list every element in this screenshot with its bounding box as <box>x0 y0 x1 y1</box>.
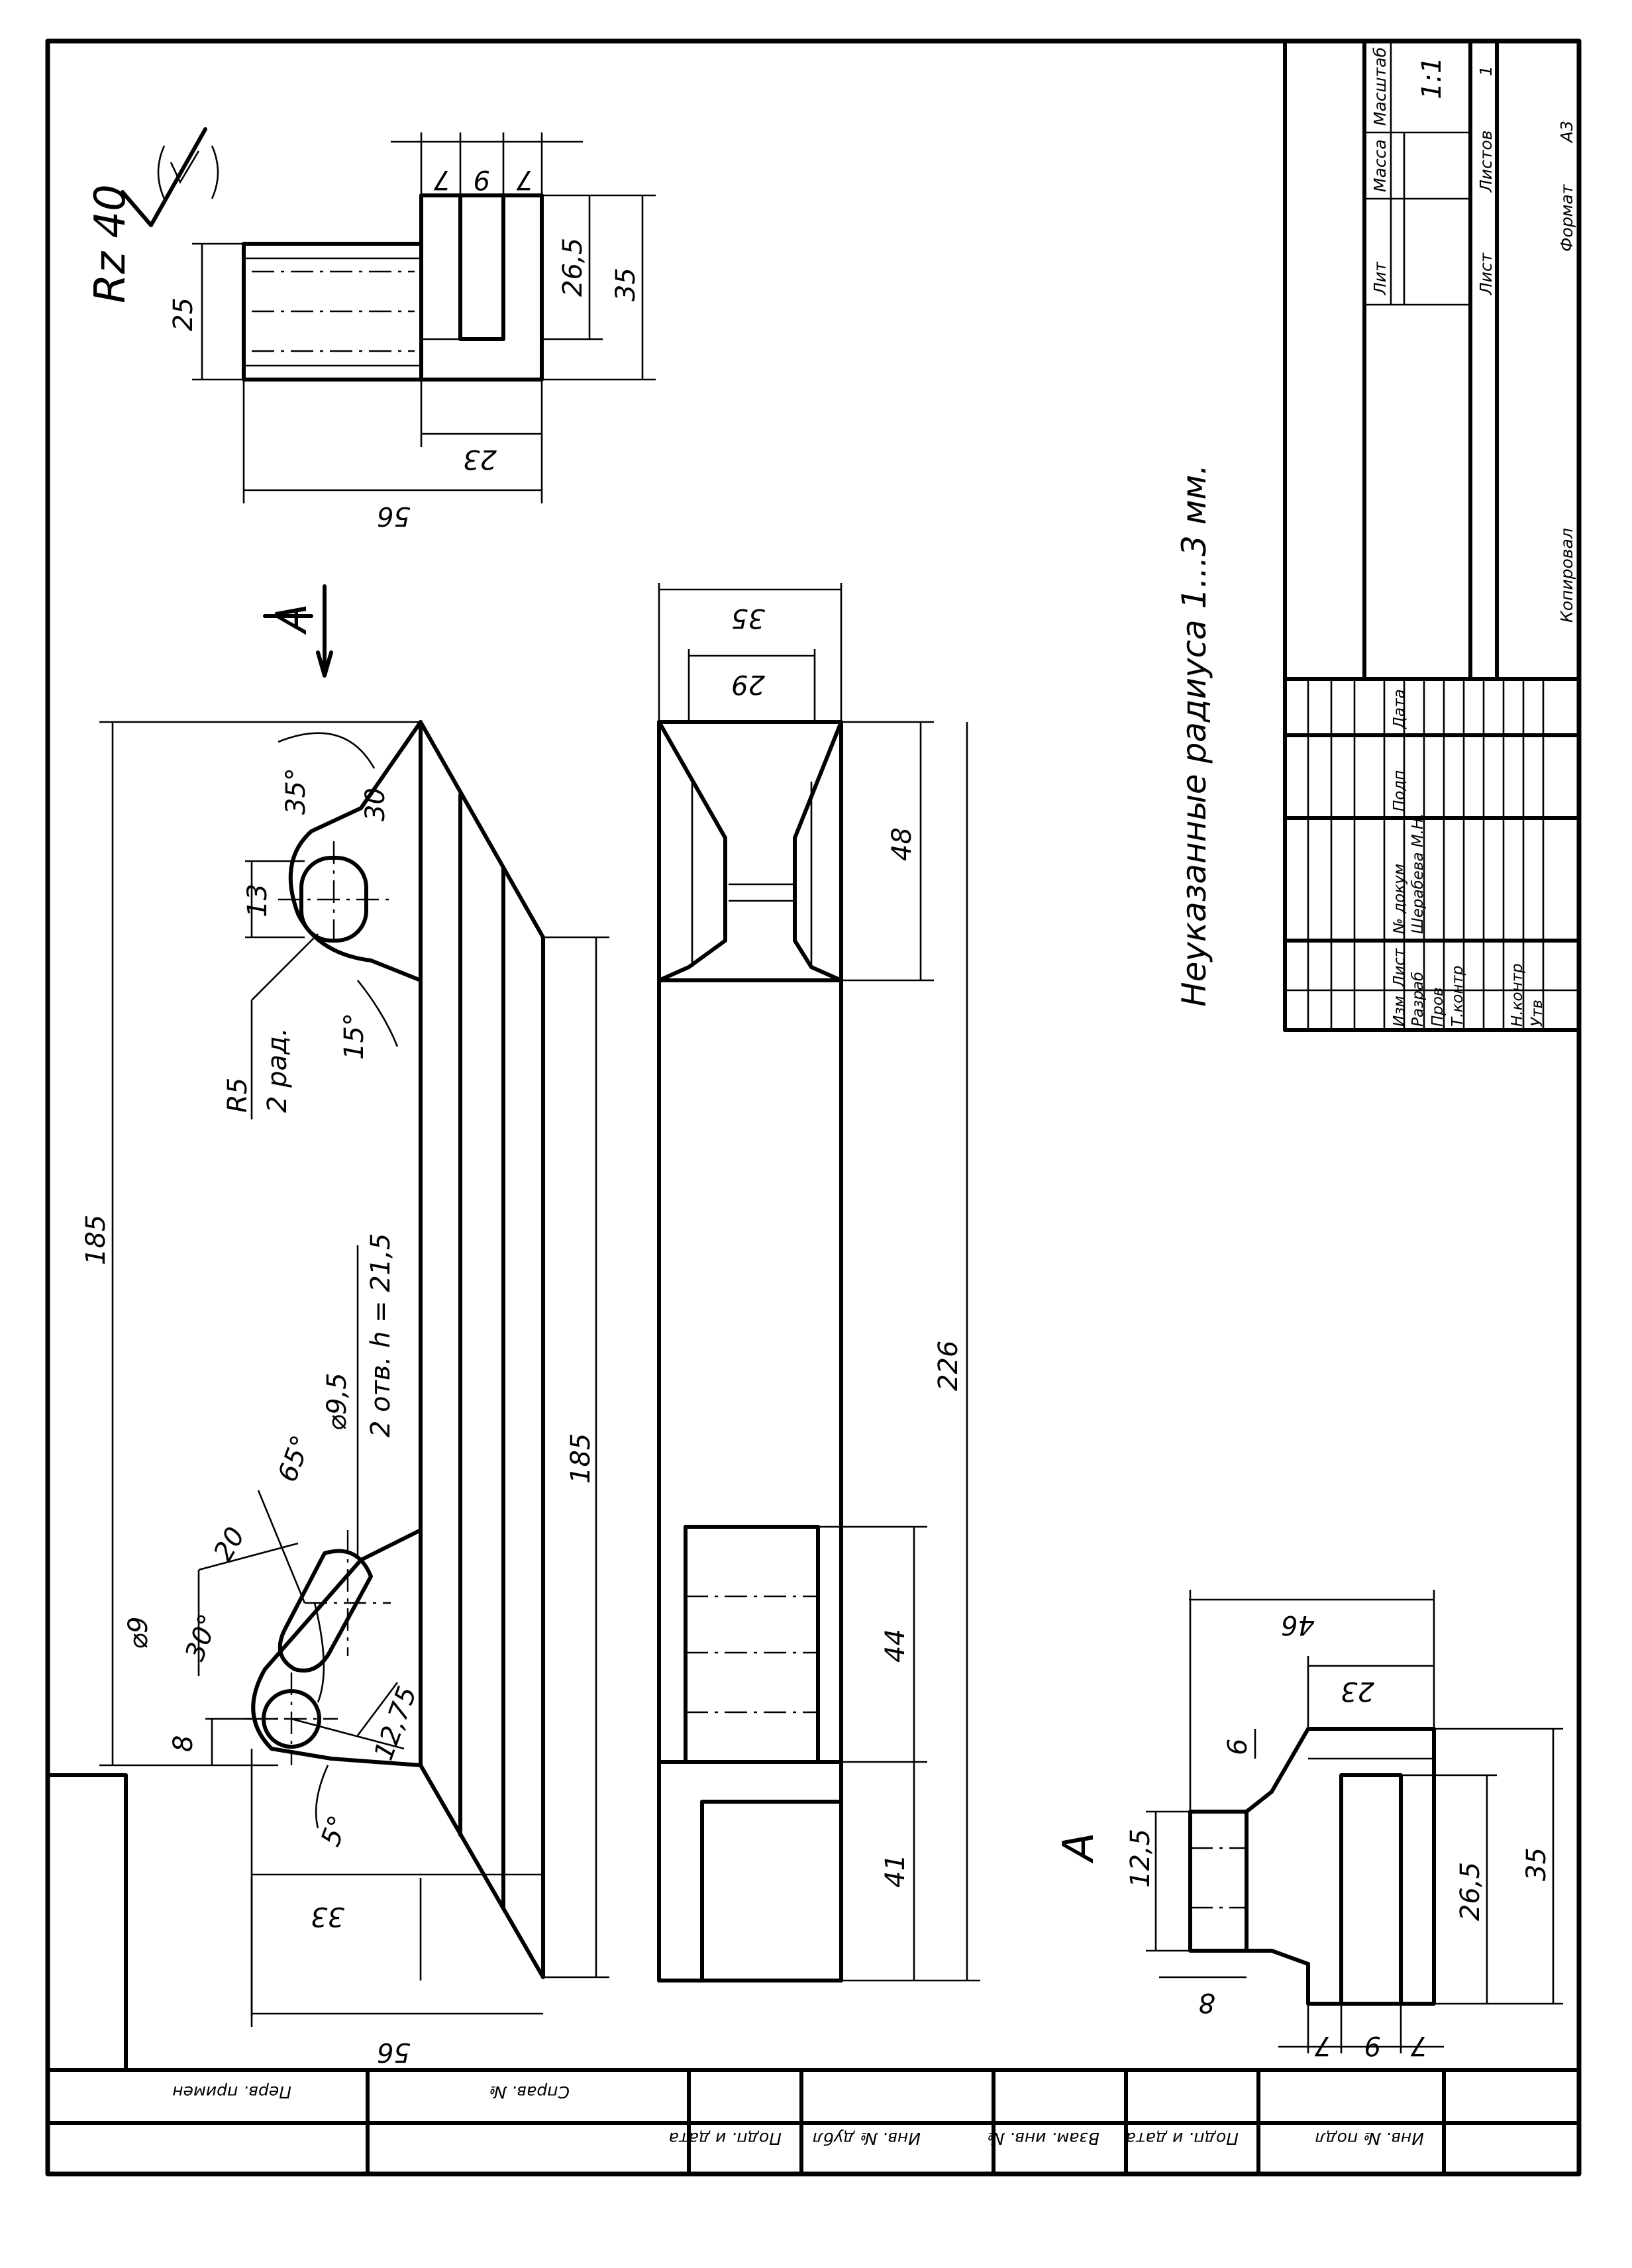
main-dim-65-angle: 65° <box>272 1431 317 1486</box>
main-hole-label: ⌀9,5 <box>322 1372 352 1431</box>
main-view <box>99 584 609 2027</box>
main-dim-13: 13 <box>242 884 273 917</box>
main-dim-phi9: ⌀9 <box>123 1616 154 1649</box>
main-dim-33: 33 <box>311 1901 344 1932</box>
main-radius-note: 2 рад. <box>262 1028 293 1113</box>
top-view <box>121 127 656 503</box>
tb-nkontr: Н.контр <box>1509 963 1526 1027</box>
main-dim-20: 20 <box>208 1522 251 1567</box>
main-dim-15-angle: 15° <box>339 1013 370 1060</box>
arrow-a-label: А <box>268 603 317 635</box>
main-hole-note: 2 отв. h = 21,5 <box>366 1233 396 1437</box>
sec-dim-23: 23 <box>1341 1676 1374 1706</box>
main-dim-35-angle: 35° <box>281 768 311 815</box>
mid-dim-29: 29 <box>731 669 765 699</box>
title-block <box>1283 39 1581 1032</box>
surface-finish-label: Rz 40 <box>86 184 135 303</box>
tb-lit: Лит <box>1370 261 1390 295</box>
main-dim-185-left: 185 <box>81 1215 111 1265</box>
tb-data: Дата <box>1391 689 1408 729</box>
tb-kopiroval: Копировал <box>1557 528 1576 623</box>
tb-izm: Изм <box>1391 996 1408 1027</box>
top-dim-26-5: 26,5 <box>558 238 588 297</box>
top-dim-9: 9 <box>474 164 490 195</box>
stamp-vzam-inv: Взам. инв. № <box>987 2129 1099 2148</box>
sec-dim-9: 9 <box>1364 2030 1381 2061</box>
top-dim-35: 35 <box>611 268 641 301</box>
stamp-perv-primen: Перв. примен <box>172 2083 291 2102</box>
main-dim-185-bottom: 185 <box>566 1433 596 1484</box>
top-dim-56: 56 <box>377 501 411 531</box>
main-dim-30: 30 <box>360 788 391 821</box>
tb-list-col: Лист <box>1391 948 1408 988</box>
general-note: Неуказанные радиуса 1...3 мм. <box>1175 464 1213 1007</box>
sec-dim-8: 8 <box>1199 1987 1215 2018</box>
stamp-podp-data-1: Подп. и дата <box>669 2129 782 2148</box>
tb-format-value: А3 <box>1557 121 1576 144</box>
tb-podp: Подп <box>1391 770 1408 811</box>
tb-prov: Пров <box>1429 987 1447 1027</box>
sec-dim-26-5: 26,5 <box>1455 1862 1486 1921</box>
top-dim-23: 23 <box>463 444 497 474</box>
sec-dim-46: 46 <box>1281 1610 1315 1640</box>
sec-dim-12-5: 12,5 <box>1125 1829 1156 1888</box>
main-radius-label: R5 <box>223 1078 253 1113</box>
sec-dim-6: 6 <box>1223 1739 1253 1755</box>
mid-dim-41: 41 <box>880 1854 911 1888</box>
sec-dim-7b: 7 <box>1410 2030 1427 2061</box>
sec-dim-7a: 7 <box>1314 2030 1331 2061</box>
tb-list: Лист <box>1476 252 1496 295</box>
tb-utv: Утв <box>1529 1000 1546 1027</box>
top-dim-25: 25 <box>168 297 199 331</box>
sheet-frame <box>45 38 1582 2177</box>
main-dim-56: 56 <box>377 2037 411 2067</box>
top-dim-7a: 7 <box>433 164 450 195</box>
tb-massa: Масса <box>1370 139 1390 192</box>
section-a-label: А <box>1054 1832 1103 1864</box>
stamp-sprav-no: Справ. № <box>489 2083 570 2102</box>
tb-masshtab: Масштаб <box>1370 47 1390 126</box>
tb-razrab: Разраб <box>1409 972 1427 1027</box>
stamp-inv-podl: Инв. № подл <box>1315 2129 1424 2148</box>
middle-view <box>657 583 980 1983</box>
main-dim-5-angle: 5° <box>315 1812 354 1850</box>
tb-doc-no: № докум <box>1391 864 1408 935</box>
tb-format: Формат <box>1557 183 1576 252</box>
tb-author: Шерабева М.Н. <box>1409 813 1427 935</box>
sec-dim-35: 35 <box>1521 1847 1552 1881</box>
mid-dim-226: 226 <box>933 1341 964 1391</box>
tb-listov-value: 1 <box>1476 66 1496 76</box>
tb-listov: Листов <box>1476 130 1496 193</box>
stamp-podp-data-2: Подп. и дата <box>1126 2129 1239 2148</box>
main-dim-12-75: 12,75 <box>368 1682 423 1764</box>
main-dim-8: 8 <box>168 1735 199 1752</box>
stamp-inv-dubl: Инв. № дубл <box>813 2129 921 2148</box>
mid-dim-44: 44 <box>880 1629 911 1663</box>
tb-tkontr: Т.контр <box>1449 966 1466 1027</box>
tb-scale-value: 1:1 <box>1417 57 1447 99</box>
section-a-view <box>1146 1590 1563 2053</box>
mid-dim-35: 35 <box>731 603 765 633</box>
mid-dim-48: 48 <box>887 827 917 861</box>
main-dim-30-angle: 30° <box>179 1610 224 1665</box>
top-dim-7b: 7 <box>516 164 533 195</box>
